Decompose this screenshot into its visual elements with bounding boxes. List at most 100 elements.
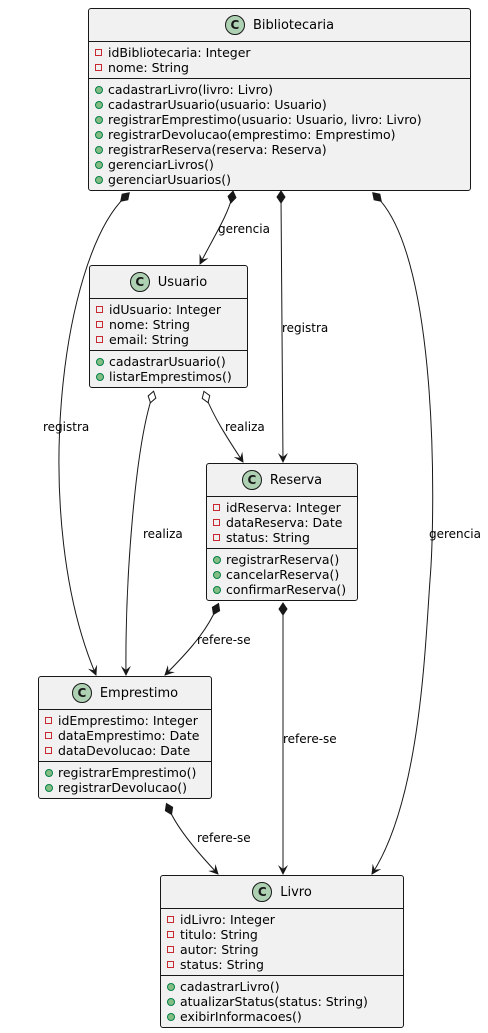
class-name: Livro — [280, 884, 312, 900]
label-bib-usuario: gerencia — [218, 222, 270, 236]
public-visibility-icon — [167, 997, 177, 1006]
method: cadastrarLivro(livro: Livro) — [95, 82, 470, 97]
public-visibility-icon — [167, 1012, 177, 1021]
method: atualizarStatus(status: String) — [167, 994, 403, 1009]
method-text: atualizarStatus(status: String) — [180, 994, 368, 1009]
attribute-text: dataDevolucao: Date — [58, 743, 191, 758]
method-text: listarEmprestimos() — [109, 369, 232, 384]
methods-section: registrarReserva()cancelarReserva()confi… — [207, 549, 357, 600]
attribute: autor: String — [167, 942, 403, 957]
attribute: dataReserva: Date — [213, 515, 357, 530]
method-text: confirmarReserva() — [226, 582, 347, 597]
class-stereotype-icon: C — [252, 882, 273, 902]
label-reserva-livro: refere-se — [283, 732, 337, 746]
method: registrarEmprestimo() — [45, 765, 211, 780]
diamond-bib-usuario — [227, 190, 237, 204]
attribute-text: idEmprestimo: Integer — [58, 713, 198, 728]
edge-reserva-emprestimo — [164, 608, 217, 676]
class-name: Reserva — [269, 472, 323, 488]
attribute-text: dataEmprestimo: Date — [58, 728, 200, 743]
edge-usuario-reserva — [205, 396, 244, 463]
attribute: dataEmprestimo: Date — [45, 728, 211, 743]
method: cadastrarUsuario() — [96, 354, 247, 369]
private-visibility-icon — [45, 732, 55, 739]
label-bib-reserva: registra — [282, 321, 329, 335]
private-visibility-icon — [95, 49, 105, 56]
private-visibility-icon — [96, 321, 106, 328]
method-text: cadastrarUsuario(usuario: Usuario) — [108, 97, 327, 112]
method-text: registrarDevolucao() — [58, 780, 188, 795]
public-visibility-icon — [95, 85, 105, 94]
attribute-text: nome: String — [108, 60, 189, 75]
class-name: Emprestimo — [99, 685, 179, 701]
class-name: Bibliotecaria — [252, 17, 335, 33]
private-visibility-icon — [95, 64, 105, 71]
method-text: cadastrarLivro() — [180, 979, 280, 994]
label-usuario-reserva: realiza — [225, 420, 265, 434]
method-text: registrarReserva(reserva: Reserva) — [108, 142, 327, 157]
public-visibility-icon — [213, 570, 223, 579]
class-stereotype-icon: C — [224, 15, 245, 35]
method: gerenciarLivros() — [95, 157, 470, 172]
attribute: dataDevolucao: Date — [45, 743, 211, 758]
method: registrarDevolucao() — [45, 780, 211, 795]
class-header: C Bibliotecaria — [89, 9, 470, 42]
methods-section: cadastrarLivro(livro: Livro)cadastrarUsu… — [89, 79, 470, 190]
method: confirmarReserva() — [213, 582, 357, 597]
class-stereotype-icon: C — [71, 683, 92, 703]
attribute: idUsuario: Integer — [96, 302, 247, 317]
private-visibility-icon — [96, 306, 106, 313]
label-reserva-emprestimo: refere-se — [197, 633, 251, 647]
method: cancelarReserva() — [213, 567, 357, 582]
edge-bib-reserva — [277, 196, 288, 463]
method: registrarEmprestimo(usuario: Usuario, li… — [95, 112, 470, 127]
private-visibility-icon — [167, 931, 177, 938]
method: gerenciarUsuarios() — [95, 172, 470, 187]
label-emprestimo-livro: refere-se — [197, 831, 251, 845]
method: listarEmprestimos() — [96, 369, 247, 384]
method-text: cadastrarLivro(livro: Livro) — [108, 82, 273, 97]
diamond-emprestimo-livro — [164, 802, 174, 816]
public-visibility-icon — [95, 160, 105, 169]
attribute: nome: String — [96, 317, 247, 332]
method: cadastrarUsuario(usuario: Usuario) — [95, 97, 470, 112]
private-visibility-icon — [213, 504, 223, 511]
aggregation-usuario-emprestimo — [147, 390, 157, 404]
method: registrarReserva(reserva: Reserva) — [95, 142, 470, 157]
diamond-bib-emprestimo — [120, 192, 130, 202]
private-visibility-icon — [45, 717, 55, 724]
attribute: titulo: String — [167, 927, 403, 942]
attribute-text: nome: String — [109, 317, 190, 332]
attribute: idLivro: Integer — [167, 912, 403, 927]
method: exibirInformacoes() — [167, 1009, 403, 1024]
private-visibility-icon — [167, 946, 177, 953]
attribute: nome: String — [95, 60, 470, 75]
methods-section: cadastrarLivro()atualizarStatus(status: … — [161, 976, 403, 1027]
methods-section: registrarEmprestimo()registrarDevolucao(… — [39, 762, 211, 798]
public-visibility-icon — [167, 982, 177, 991]
attribute-text: idUsuario: Integer — [109, 302, 222, 317]
method-text: registrarEmprestimo(usuario: Usuario, li… — [108, 112, 422, 127]
attribute-text: status: String — [226, 530, 310, 545]
method-text: registrarEmprestimo() — [58, 765, 197, 780]
private-visibility-icon — [213, 519, 223, 526]
attribute: status: String — [213, 530, 357, 545]
label-usuario-emprestimo: realiza — [143, 527, 183, 541]
attribute: email: String — [96, 332, 247, 347]
attribute: idBibliotecaria: Integer — [95, 45, 470, 60]
public-visibility-icon — [95, 115, 105, 124]
private-visibility-icon — [45, 747, 55, 754]
private-visibility-icon — [96, 336, 106, 343]
